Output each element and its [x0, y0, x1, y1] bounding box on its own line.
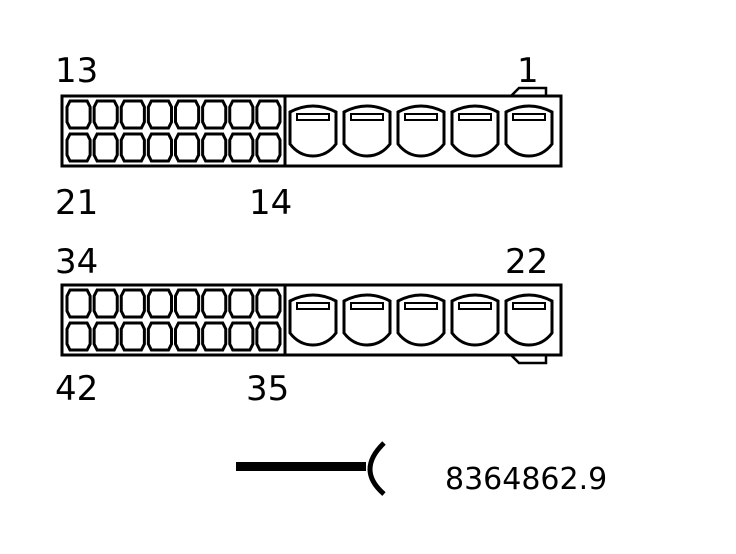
small-pin-cavity: [65, 132, 92, 163]
cable-plug-icon: [236, 441, 386, 496]
pin-label-14: 14: [249, 183, 293, 223]
small-pin-cavity: [174, 132, 201, 163]
latch: [510, 354, 548, 365]
reference-number: 8364862.9: [445, 462, 608, 497]
pin-label-1: 1: [517, 51, 539, 91]
small-pin-cavity: [201, 132, 228, 163]
small-pin-cavity: [119, 132, 146, 163]
pin-label-42: 42: [55, 369, 99, 409]
pin-label-22: 22: [505, 242, 549, 282]
small-pin-cavity: [201, 288, 228, 319]
small-pin-cavity: [228, 288, 255, 319]
small-pin-cavity: [92, 321, 119, 352]
small-pin-cavity: [146, 99, 173, 130]
small-pin-cavity: [146, 321, 173, 352]
small-pin-cavity: [92, 132, 119, 163]
small-pin-cavity: [228, 321, 255, 352]
small-pin-cavity: [65, 99, 92, 130]
small-pin-cavity: [228, 132, 255, 163]
connector-bottom: [60, 283, 563, 365]
small-pin-cavity: [119, 99, 146, 130]
small-pin-cavity: [92, 288, 119, 319]
small-pin-cavity: [228, 99, 255, 130]
small-pin-cavity: [146, 132, 173, 163]
pin-label-34: 34: [55, 242, 99, 282]
latch: [510, 86, 548, 97]
small-pin-cavity: [201, 99, 228, 130]
small-pin-cavity: [92, 99, 119, 130]
pin-label-35: 35: [246, 369, 290, 409]
connector-top: [60, 86, 563, 168]
small-pin-cavity: [146, 288, 173, 319]
small-pin-cavity: [65, 321, 92, 352]
pin-label-21: 21: [55, 183, 99, 223]
small-pin-cavity: [119, 288, 146, 319]
small-pin-cavity: [255, 288, 282, 319]
small-pin-cavity: [255, 321, 282, 352]
small-pin-cavity: [174, 99, 201, 130]
small-pin-cavity: [174, 288, 201, 319]
small-pin-cavity: [255, 99, 282, 130]
small-pin-cavity: [174, 321, 201, 352]
small-pin-cavity: [201, 321, 228, 352]
pin-label-13: 13: [55, 51, 99, 91]
small-pin-cavity: [65, 288, 92, 319]
small-pin-cavity: [119, 321, 146, 352]
small-pin-cavity: [255, 132, 282, 163]
